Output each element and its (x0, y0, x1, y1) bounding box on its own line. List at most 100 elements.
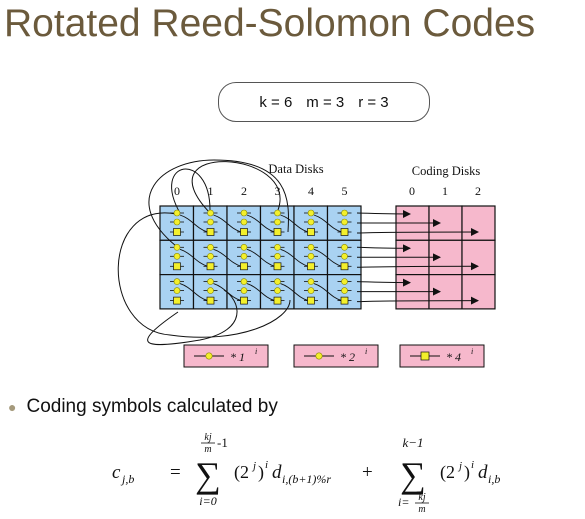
symbol-dot (341, 218, 348, 226)
coding-arrows (356, 209, 479, 305)
sum1-upper-frac-num: kj (204, 432, 211, 443)
coding-disk-index: 2 (475, 184, 481, 198)
symbol-dot (173, 209, 181, 217)
term1-base-exp: j (251, 460, 256, 472)
symbol-dot (307, 278, 315, 285)
symbol-dot (274, 287, 281, 294)
symbol-square (206, 228, 215, 236)
symbol-dot (173, 244, 181, 251)
coding-arrow (356, 262, 479, 271)
symbol-dot (240, 252, 248, 260)
symbol-dot (307, 209, 315, 217)
symbol-dot (341, 209, 348, 217)
symbol-square (240, 262, 248, 271)
symbol-link (213, 214, 242, 233)
symbol-link (213, 283, 242, 302)
coding-arrow (356, 278, 411, 287)
symbol-square (206, 262, 215, 271)
symbol-square (240, 228, 248, 236)
symbol-link (280, 283, 309, 302)
legend-label: * 2 (340, 350, 355, 364)
formula-plus: + (362, 462, 373, 483)
legend-label: * 1 (230, 350, 245, 364)
term2-base: (2 (440, 462, 455, 483)
data-disks-label: Data Disks (268, 162, 323, 176)
term1-base: (2 (234, 462, 249, 483)
sum1-upper-frac-den: m (204, 444, 211, 455)
symbol-dot (207, 244, 214, 251)
symbol-dot (341, 244, 348, 251)
data-disk-index: 2 (241, 184, 247, 198)
symbol-dot (341, 278, 348, 285)
symbol-square (173, 296, 181, 305)
data-disk-index: 4 (308, 184, 314, 198)
sum2-lower: i= (398, 495, 409, 509)
symbol-dot (341, 252, 348, 260)
coding-arrow (356, 209, 411, 218)
symbol-link (313, 214, 342, 233)
symbol-link (213, 248, 242, 267)
coding-disks-label: Coding Disks (412, 164, 481, 178)
term2-sub: i,b (488, 472, 500, 486)
symbol-dot (240, 209, 248, 217)
symbol-link (179, 214, 208, 233)
symbol-square (340, 296, 349, 305)
legend-box (183, 344, 269, 368)
symbol-dot (173, 287, 181, 294)
bullet-text: Coding symbols calculated by (26, 396, 278, 417)
legend-label-sup: i (255, 347, 257, 356)
symbol-dot (207, 218, 214, 226)
symbol-dot (240, 287, 248, 294)
symbol-link (313, 248, 342, 267)
coding-arrow (356, 228, 479, 237)
legend-dot-icon (205, 352, 213, 360)
symbol-dot (307, 244, 315, 251)
rotation-curve (117, 212, 291, 338)
coding-cell (461, 239, 496, 276)
symbol-link (179, 248, 208, 267)
parameters-box: k = 6 m = 3 r = 3 (218, 82, 430, 122)
symbol-dot (207, 209, 214, 217)
rotation-curve (147, 289, 238, 346)
symbol-dot (274, 209, 281, 217)
legend-label-sup: i (471, 347, 473, 356)
sum2-lower-frac-num: kj (418, 492, 425, 503)
coding-cell (461, 274, 496, 310)
symbol-dot (240, 278, 248, 285)
term1-close: ) (258, 462, 264, 483)
symbol-square (240, 296, 248, 305)
symbol-dot (307, 218, 315, 226)
symbol-square (173, 262, 181, 271)
symbol-square (206, 296, 215, 305)
symbol-square (307, 296, 315, 305)
symbol-link (313, 283, 342, 302)
symbol-dot (341, 287, 348, 294)
data-disk-index: 0 (174, 184, 180, 198)
coding-formula: c j,b = kj m -1 ∑ i=0 (2 j ) i d i,(b+1)… (112, 432, 500, 515)
data-disk-index: 1 (208, 184, 214, 198)
term2-exp: i (471, 459, 474, 471)
symbol-dot (240, 218, 248, 226)
symbol-link (246, 214, 275, 233)
symbol-dot (274, 252, 281, 260)
symbol-square (307, 262, 315, 271)
term1-exp: i (265, 459, 268, 471)
sum1-upper: -1 (217, 435, 228, 450)
legend-box (399, 344, 485, 368)
legend-label-sup: i (365, 347, 367, 356)
symbol-square (273, 262, 282, 271)
data-disk-index: 3 (275, 184, 281, 198)
coding-disk-grid (395, 205, 496, 310)
symbol-square (273, 228, 282, 236)
symbol-dot (307, 287, 315, 294)
symbol-dot (274, 244, 281, 251)
symbol-dot (207, 278, 214, 285)
term2-base-exp: j (457, 460, 462, 472)
formula-lhs-sub: j,b (120, 472, 134, 486)
term2-d: d (478, 462, 488, 483)
param-m: m = 3 (306, 93, 345, 111)
formula-equals: = (170, 462, 181, 483)
symbol-square (307, 228, 315, 236)
